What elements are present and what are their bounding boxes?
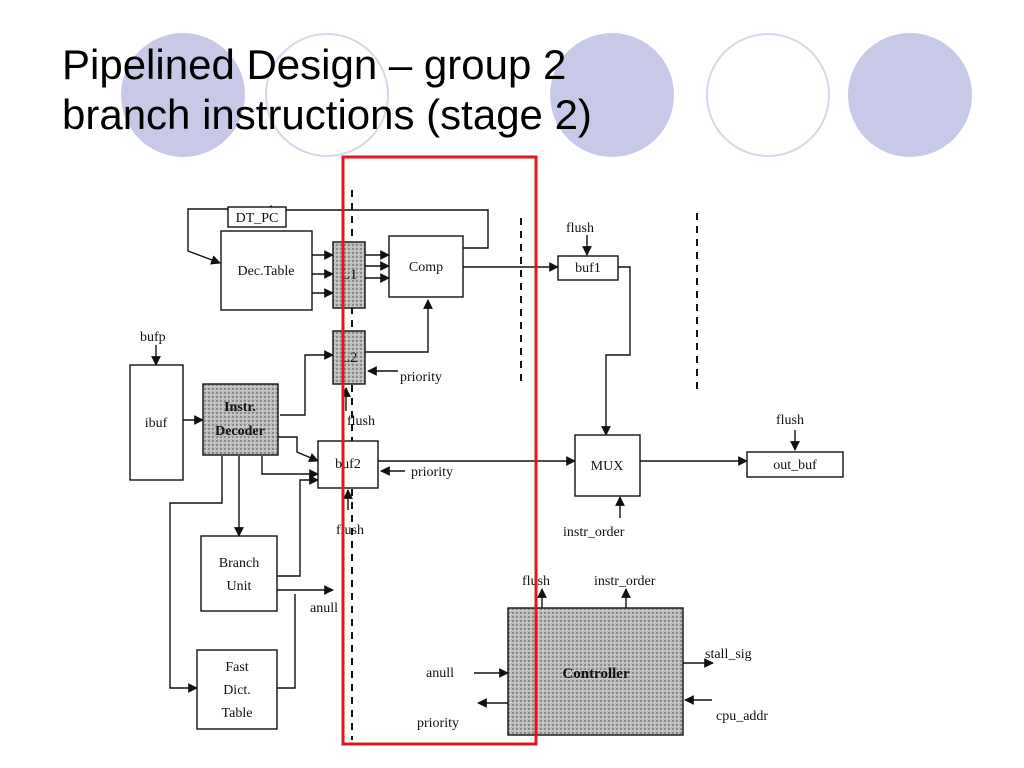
decoder-label-line-2: Decoder bbox=[215, 424, 265, 439]
flush-buf2-label: flush bbox=[336, 523, 364, 538]
buf1-label: buf1 bbox=[575, 261, 601, 276]
branch-unit-label-line-1: Branch bbox=[219, 556, 259, 571]
wire-decoder-l2 bbox=[280, 350, 334, 416]
stage-2-highlight-box bbox=[341, 155, 538, 746]
dt-pc-box bbox=[227, 206, 287, 228]
mux-box bbox=[574, 434, 641, 497]
buf2-label: buf2 bbox=[335, 457, 361, 472]
decoder-box bbox=[202, 383, 279, 456]
cpu-addr-label: cpu_addr bbox=[716, 709, 768, 724]
wires bbox=[151, 205, 800, 708]
instr-order-ctrl-label: instr_order bbox=[594, 574, 656, 589]
fast-dict-label-line-3: Table bbox=[222, 706, 253, 721]
ibuf-label: ibuf bbox=[145, 416, 168, 431]
wire-branch-buf2 bbox=[277, 475, 319, 577]
wire-decoder-fastdict bbox=[169, 456, 223, 693]
dt-pc-label: DT_PC bbox=[236, 211, 279, 226]
flush-l2-label: flush bbox=[347, 414, 375, 429]
mux-label: MUX bbox=[591, 459, 624, 474]
signal-labels: flush bufp priority flush priority flush… bbox=[140, 221, 804, 731]
flush-buf1-label: flush bbox=[566, 221, 594, 236]
l2-label: L2 bbox=[341, 350, 358, 366]
blocks bbox=[129, 206, 844, 736]
fast-dict-label-line-1: Fast bbox=[225, 660, 248, 675]
priority-l2-label: priority bbox=[400, 370, 442, 385]
bufp-label: bufp bbox=[140, 330, 166, 345]
slide-title-line-1: Pipelined Design – group 2 bbox=[62, 41, 567, 88]
wire-fastdict-branch bbox=[277, 594, 296, 689]
instr-order-mux-label: instr_order bbox=[563, 525, 625, 540]
decor-circle-1 bbox=[121, 33, 245, 157]
buf2-box bbox=[317, 440, 379, 489]
controller-label: Controller bbox=[562, 666, 630, 682]
wire-buf1-mux bbox=[601, 266, 631, 436]
out-buf-box bbox=[746, 451, 844, 478]
out-buf-label: out_buf bbox=[773, 458, 817, 473]
comp-box bbox=[388, 235, 464, 298]
decoder-label-line-1: Instr. bbox=[224, 400, 256, 415]
wire-decoder-buf2-b bbox=[261, 456, 319, 479]
decor-circle-2 bbox=[265, 33, 389, 157]
fast-dict-label-line-2: Dict. bbox=[223, 683, 251, 698]
priority-buf2-label: priority bbox=[411, 465, 453, 480]
wire-decoder-buf2-a bbox=[278, 436, 319, 463]
fast-dict-table-box bbox=[196, 649, 278, 730]
decor-circle-5 bbox=[848, 33, 972, 157]
slide-title: Pipelined Design – group 2 branch instru… bbox=[62, 40, 592, 140]
flush-outbuf-label: flush bbox=[776, 413, 804, 428]
l1-label: L1 bbox=[341, 267, 358, 283]
wire-comp-to-dtpc bbox=[262, 205, 489, 249]
anull-branch-label: anull bbox=[310, 601, 338, 616]
branch-unit-label-line-2: Unit bbox=[227, 579, 252, 594]
ibuf-box bbox=[129, 364, 184, 481]
wire-l2-comp bbox=[365, 299, 433, 353]
decor-circle-4 bbox=[706, 33, 830, 157]
branch-unit-box bbox=[200, 535, 278, 612]
l2-register bbox=[332, 330, 366, 385]
comp-label: Comp bbox=[409, 260, 443, 275]
dec-table-box bbox=[220, 230, 313, 311]
anull-ctrl-label: anull bbox=[426, 666, 454, 681]
dec-table-label: Dec.Table bbox=[238, 264, 295, 279]
wire-dtpc-to-dectable bbox=[187, 208, 228, 265]
decor-circle-3 bbox=[550, 33, 674, 157]
l1-register bbox=[332, 241, 366, 309]
buf1-box bbox=[557, 255, 619, 281]
stall-sig-label: stall_sig bbox=[705, 647, 752, 662]
priority-ctrl-label: priority bbox=[417, 716, 459, 731]
slide-title-line-2: branch instructions (stage 2) bbox=[62, 91, 592, 138]
